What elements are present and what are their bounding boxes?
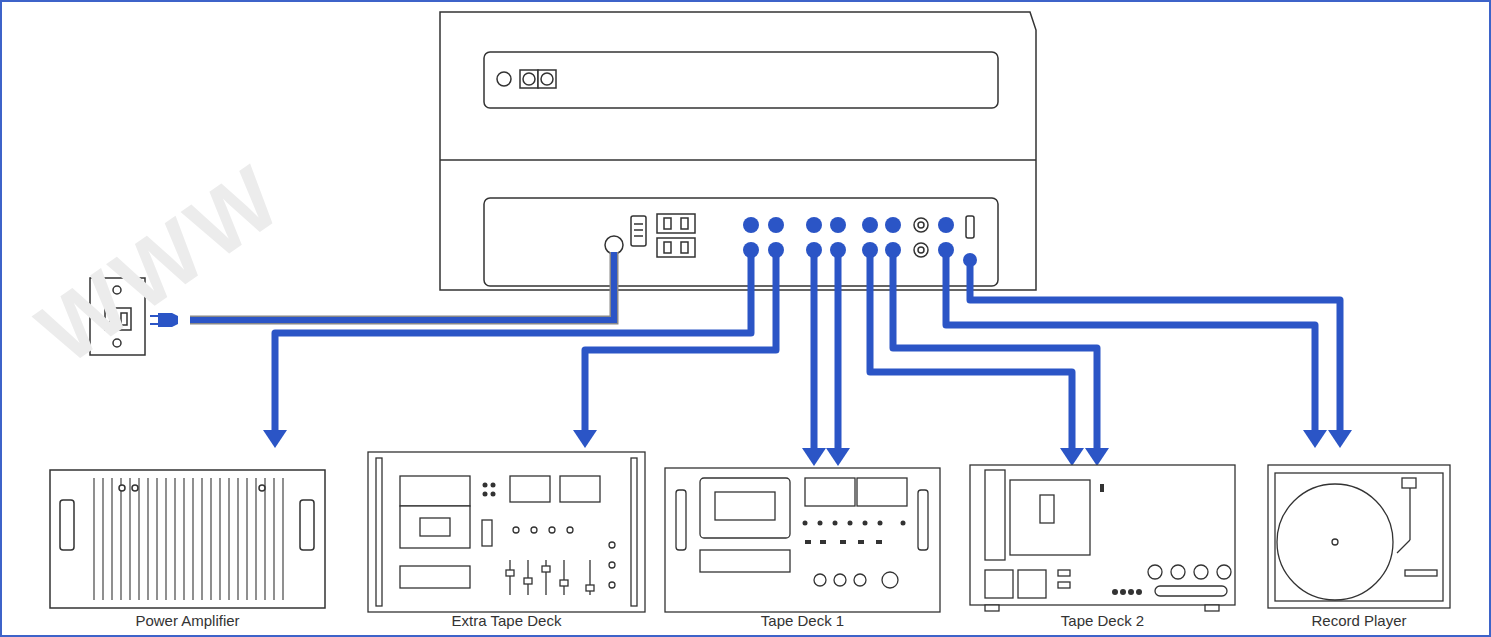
- device-box: Power Amplifier: [50, 470, 325, 610]
- device-box: Tape Deck 2: [970, 465, 1235, 611]
- device-label: Tape Deck 2: [930, 612, 1275, 629]
- device-box: Tape Deck 1: [665, 468, 940, 612]
- device-label: Extra Tape Deck: [328, 612, 685, 629]
- device-box: Record Player: [1268, 465, 1450, 608]
- device-label: Power Amplifier: [10, 612, 365, 629]
- watermark: WWW: [20, 144, 303, 385]
- device-label: Record Player: [1228, 612, 1490, 629]
- device-box: Extra Tape Deck: [368, 452, 645, 612]
- device-label: Tape Deck 1: [625, 612, 980, 629]
